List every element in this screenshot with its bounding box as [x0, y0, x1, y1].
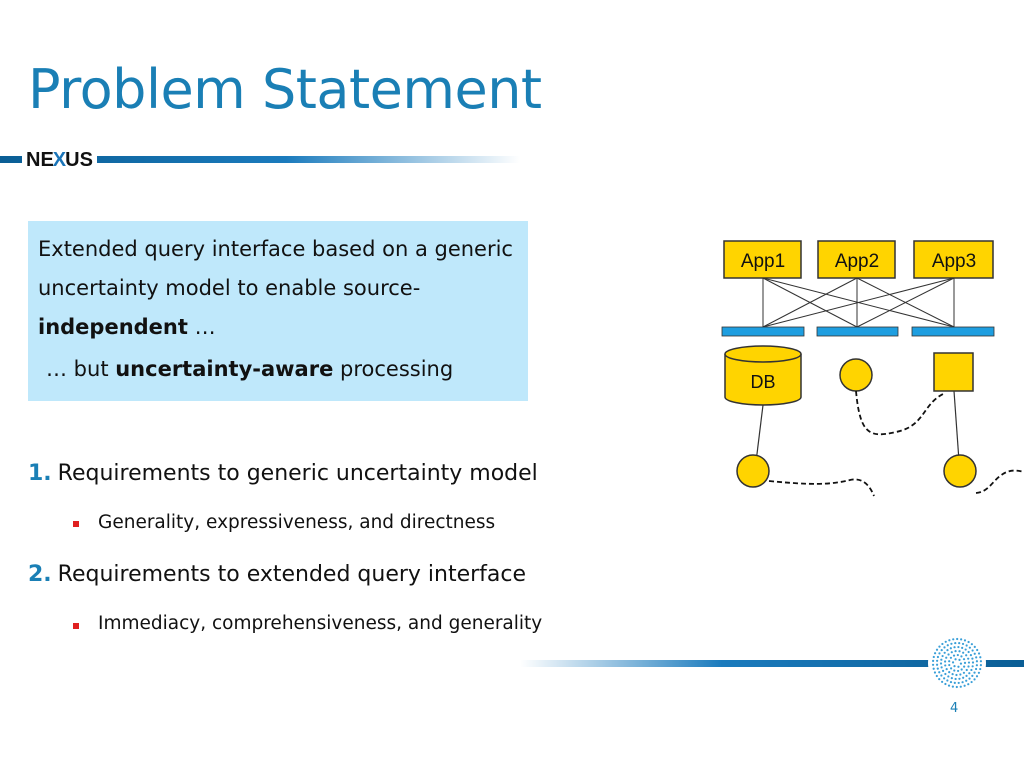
trail-left — [768, 478, 875, 497]
source-circle — [839, 358, 873, 392]
square-link — [953, 390, 960, 462]
slide-title: Problem Statement — [28, 58, 542, 121]
interface-bar-3 — [911, 326, 995, 337]
summary-line2: … but uncertainty-aware processing — [46, 357, 453, 381]
interface-bar-1 — [721, 326, 805, 337]
summary-bold-independent: independent — [38, 315, 188, 339]
db-label: DB — [750, 372, 775, 392]
interface-bar-2 — [816, 326, 899, 337]
requirement-2-number: 2. — [28, 562, 52, 587]
footer-rule — [520, 660, 1024, 667]
logo-text-us: US — [65, 148, 93, 171]
app3-label: App3 — [932, 251, 976, 272]
requirement-1-text: Requirements to generic uncertainty mode… — [57, 461, 538, 486]
architecture-diagram: App1 App2 App3 DB — [721, 240, 1024, 497]
page-number: 4 — [950, 701, 959, 716]
app2-label: App2 — [835, 251, 879, 272]
bullet-icon — [73, 623, 79, 629]
sensor-circle-right — [943, 454, 977, 488]
requirement-2: 2.Requirements to extended query interfa… — [28, 562, 526, 587]
app-connections — [762, 277, 955, 328]
trail-middle — [855, 390, 944, 436]
requirement-1-detail: Generality, expressiveness, and directne… — [98, 512, 496, 533]
app3-box — [913, 240, 994, 279]
requirement-1: 1.Requirements to generic uncertainty mo… — [28, 461, 538, 486]
logo-text-ne: NE — [26, 148, 54, 171]
header-rule — [0, 156, 520, 163]
summary-line1-end: … — [187, 315, 216, 339]
source-square — [933, 352, 974, 392]
bullet-icon — [73, 521, 79, 527]
summary-text: Extended query interface based on a gene… — [38, 230, 524, 347]
requirement-2-text: Requirements to extended query interface — [57, 562, 527, 587]
summary-box: Extended query interface based on a gene… — [28, 221, 528, 401]
summary-line1: Extended query interface based on a gene… — [38, 237, 513, 300]
requirement-1-number: 1. — [28, 461, 52, 486]
university-seal-icon — [931, 637, 983, 689]
summary-bold-uncertainty-aware: uncertainty-aware — [115, 357, 334, 381]
summary-line2-end: processing — [333, 357, 454, 381]
app1-label: App1 — [741, 251, 785, 272]
summary-line2-start: … but — [46, 357, 116, 381]
db-link — [755, 404, 764, 463]
trail-right — [975, 469, 1024, 494]
logo-text-x: X — [52, 148, 67, 171]
requirement-2-detail: Immediacy, comprehensiveness, and genera… — [98, 613, 543, 634]
sensor-circle-left — [736, 454, 770, 488]
app2-box — [817, 240, 896, 279]
university-seal-backdrop — [928, 634, 986, 692]
